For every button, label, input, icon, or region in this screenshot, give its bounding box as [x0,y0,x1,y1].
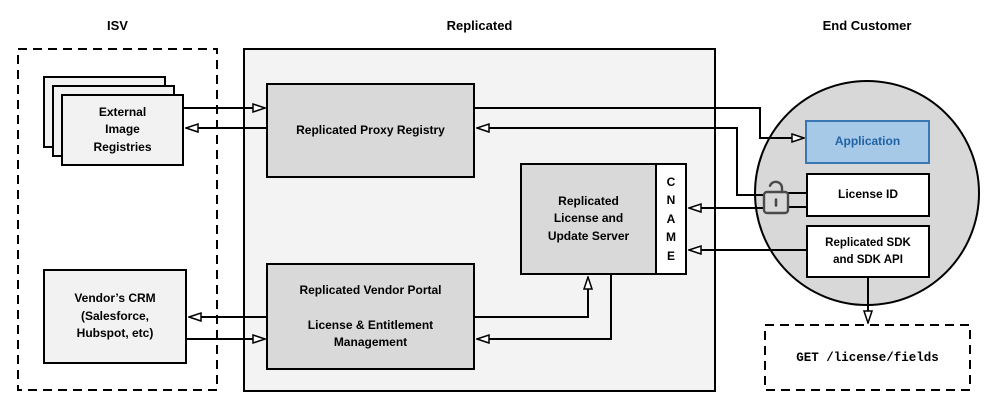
end-customer-section-label: End Customer [822,17,912,33]
license-update-server-node: Replicated License and Update Server [520,163,657,275]
replicated-section-label: Replicated [446,17,513,33]
sdk-node: Replicated SDK and SDK API [806,225,930,278]
vendors-crm-node: Vendor’s CRM (Salesforce, Hubspot, etc) [43,269,187,364]
arrow-update-server-to-portal [477,275,612,339]
get-endpoint-label: GET /license/fields [796,350,939,365]
proxy-registry-node: Replicated Proxy Registry [266,83,475,178]
cname-node: C N A M E [655,163,687,275]
license-id-node: License ID [806,173,930,217]
isv-section-label: ISV [107,17,128,33]
open-padlock-icon [762,180,790,215]
arrow-proxy-to-application [475,107,804,138]
application-node: Application [805,120,930,164]
arrow-license-to-proxy [477,128,764,196]
arrow-portal-to-update-server [475,277,588,318]
get-endpoint-box [764,324,971,391]
vendor-portal-node: Replicated Vendor Portal License & Entit… [266,263,475,370]
external-image-registries-node: External Image Registries [61,94,184,166]
